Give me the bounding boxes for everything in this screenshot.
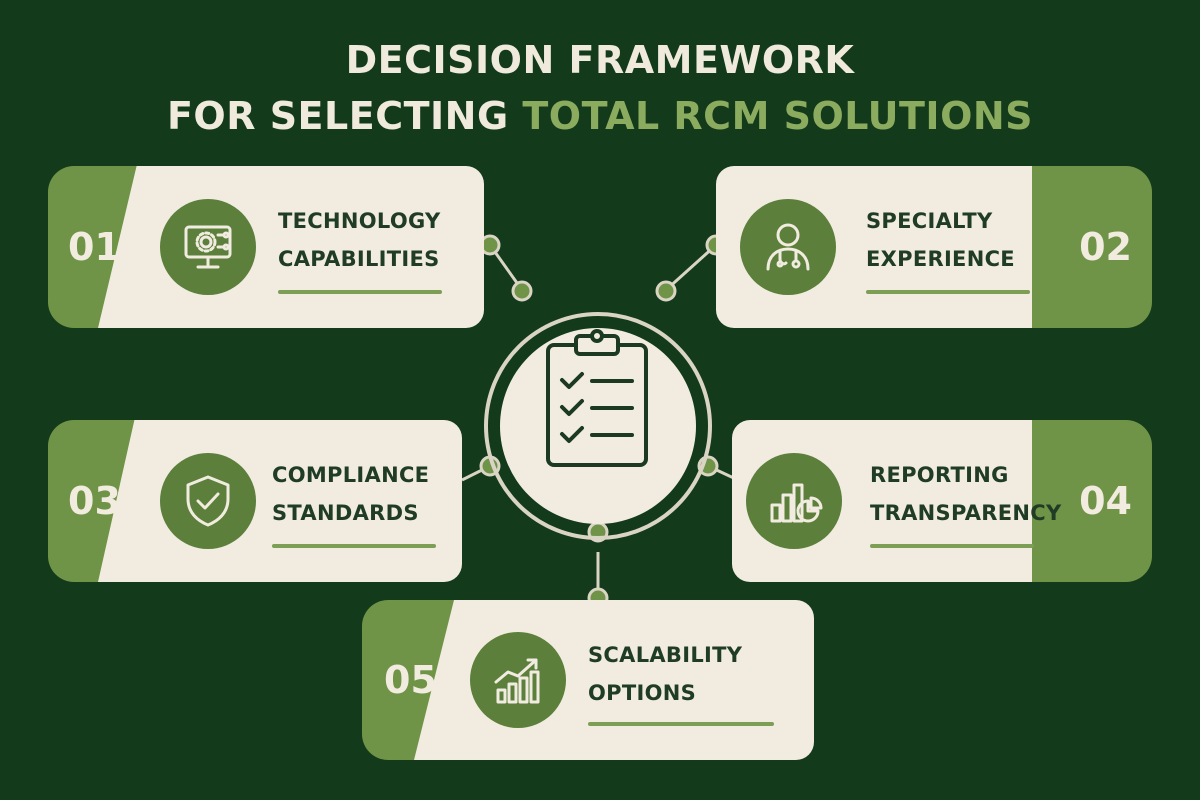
connector-02 xyxy=(664,243,718,292)
label-underline xyxy=(866,290,1030,294)
label-underline xyxy=(278,290,442,294)
node-02b xyxy=(655,280,677,302)
label-underline xyxy=(588,722,774,726)
item-number: 01 xyxy=(68,225,121,269)
title-accent: TOTAL RCM SOLUTIONS xyxy=(522,94,1034,138)
item-number: 05 xyxy=(384,658,437,702)
node-01b xyxy=(511,280,533,302)
icon-badge xyxy=(740,199,836,295)
icon-badge xyxy=(470,632,566,728)
title-prefix: FOR SELECTING xyxy=(166,94,509,138)
title-line-1: DECISION FRAMEWORK xyxy=(345,38,855,82)
item-number: 02 xyxy=(1079,225,1132,269)
computer-gear-icon xyxy=(184,225,232,269)
icon-badge xyxy=(746,453,842,549)
clipboard-checklist-icon xyxy=(546,329,648,467)
icon-badge xyxy=(160,199,256,295)
bar-pie-chart-icon xyxy=(770,483,823,523)
doctor-icon xyxy=(766,223,810,271)
item-number: 03 xyxy=(68,479,121,523)
shield-check-icon xyxy=(186,475,230,527)
icon-badge xyxy=(160,453,256,549)
label-underline xyxy=(272,544,436,548)
title-line-2: FOR SELECTING TOTAL RCM SOLUTIONS xyxy=(0,94,1200,138)
item-number: 04 xyxy=(1079,479,1132,523)
center-hub xyxy=(472,300,724,552)
growth-chart-icon xyxy=(494,658,540,704)
label-underline xyxy=(870,544,1034,548)
